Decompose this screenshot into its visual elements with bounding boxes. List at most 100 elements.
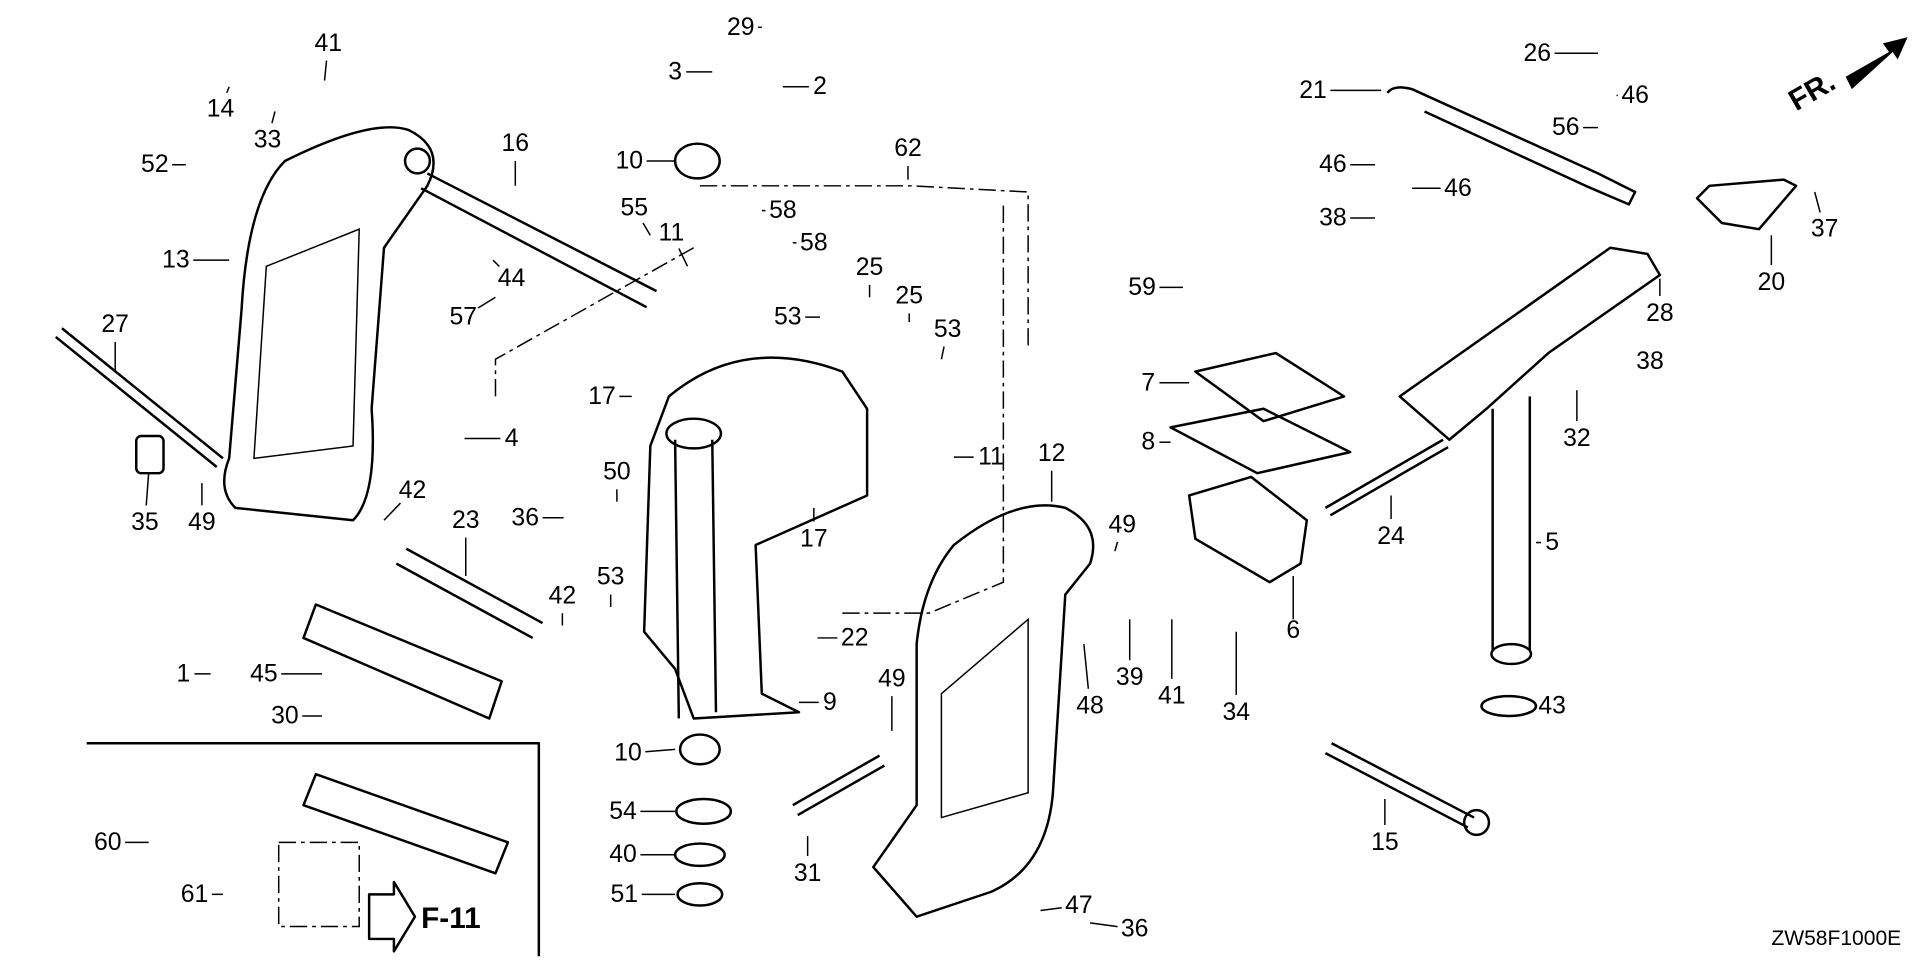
part-label[interactable]: 58: [800, 229, 828, 256]
part-label[interactable]: 62: [894, 135, 922, 162]
part-label[interactable]: 59: [1128, 274, 1156, 301]
bolt-head: [1462, 808, 1491, 837]
part-label[interactable]: 3: [668, 58, 682, 85]
leader-line: [642, 222, 651, 236]
part-label[interactable]: 44: [498, 265, 526, 292]
part-label[interactable]: 39: [1116, 664, 1144, 691]
washer: [673, 842, 726, 868]
part-label[interactable]: 17: [588, 383, 616, 410]
part-label[interactable]: 31: [794, 860, 822, 887]
part-label[interactable]: 38: [1636, 348, 1664, 375]
part-label[interactable]: 25: [856, 254, 884, 281]
part-label[interactable]: 38: [1319, 205, 1347, 232]
part-label[interactable]: 22: [841, 624, 869, 651]
rod: [395, 547, 544, 640]
part-label[interactable]: 53: [934, 316, 962, 343]
part-label[interactable]: 56: [1552, 114, 1580, 141]
leader-line: [1040, 906, 1062, 912]
leader-line: [1083, 644, 1090, 689]
bushing: [678, 733, 721, 766]
part-label[interactable]: 9: [823, 689, 837, 716]
washer: [675, 797, 733, 825]
front-marker: FR.: [1783, 65, 1841, 118]
part-label[interactable]: 55: [620, 195, 648, 222]
part-label[interactable]: 16: [502, 130, 530, 157]
part-label[interactable]: 51: [611, 881, 639, 908]
part-label[interactable]: 21: [1299, 77, 1327, 104]
part-label[interactable]: 17: [800, 525, 828, 552]
leader-line: [1089, 922, 1118, 928]
part-label[interactable]: 14: [207, 96, 235, 123]
part-label[interactable]: 46: [1621, 82, 1649, 109]
part-label[interactable]: 29: [727, 14, 755, 41]
part-label[interactable]: 45: [250, 660, 278, 687]
part-label[interactable]: 8: [1141, 429, 1155, 456]
swivel-bore: [665, 417, 723, 450]
part-label[interactable]: 23: [452, 507, 480, 534]
part-label[interactable]: 33: [254, 126, 282, 153]
part-label[interactable]: 49: [188, 509, 216, 536]
anode-plate: [302, 603, 503, 720]
part-label[interactable]: 20: [1758, 269, 1786, 296]
part-label[interactable]: 27: [101, 311, 129, 338]
reference-arrow-icon: [367, 880, 417, 953]
part-label[interactable]: 43: [1538, 693, 1566, 720]
part-label[interactable]: 13: [162, 247, 190, 274]
leader-line: [477, 296, 496, 309]
part-label[interactable]: 58: [769, 197, 797, 224]
part-label[interactable]: 4: [505, 425, 519, 452]
part-label[interactable]: 60: [94, 829, 122, 856]
part-label[interactable]: 25: [895, 283, 923, 310]
part-label[interactable]: 1: [176, 660, 190, 687]
reference-label[interactable]: F-11: [421, 902, 480, 935]
bracket-inner: [253, 228, 361, 460]
leader-line: [492, 259, 500, 267]
part-label[interactable]: 53: [597, 564, 625, 591]
part-label[interactable]: 42: [399, 477, 427, 504]
leader-line: [271, 111, 276, 124]
part-label[interactable]: 49: [878, 665, 906, 692]
part-label[interactable]: 34: [1222, 699, 1250, 726]
group-outline: [494, 185, 1029, 614]
part-label[interactable]: 26: [1523, 40, 1551, 67]
part-label[interactable]: 54: [609, 798, 637, 825]
part-label[interactable]: 32: [1563, 425, 1591, 452]
part-label[interactable]: 30: [271, 702, 299, 729]
part-label[interactable]: 6: [1286, 617, 1300, 644]
leader-line: [645, 748, 676, 753]
part-label[interactable]: 50: [603, 458, 631, 485]
part-label[interactable]: 47: [1065, 892, 1093, 919]
part-label[interactable]: 40: [609, 841, 637, 868]
part-label[interactable]: 28: [1646, 300, 1674, 327]
diagram-code: ZW58F1000E: [1771, 927, 1901, 950]
part-label[interactable]: 57: [449, 304, 477, 331]
part-label[interactable]: 36: [1121, 916, 1149, 943]
part-label[interactable]: 7: [1141, 369, 1155, 396]
part-label[interactable]: 15: [1371, 829, 1399, 856]
bolt: [1324, 742, 1475, 829]
part-label[interactable]: 11: [659, 219, 685, 246]
bracket: [1695, 178, 1798, 231]
part-label[interactable]: 49: [1108, 512, 1136, 539]
part-label[interactable]: 36: [511, 504, 539, 531]
part-label[interactable]: 41: [1158, 683, 1186, 710]
part-label[interactable]: 24: [1377, 523, 1405, 550]
part-label[interactable]: 46: [1319, 151, 1347, 178]
part-label[interactable]: 53: [774, 304, 802, 331]
part-label[interactable]: 42: [549, 582, 577, 609]
part-label[interactable]: 37: [1811, 216, 1839, 243]
part-label[interactable]: 10: [614, 740, 642, 767]
part-label[interactable]: 61: [181, 881, 209, 908]
part-label[interactable]: 52: [141, 151, 169, 178]
part-label[interactable]: 48: [1076, 693, 1104, 720]
part-label[interactable]: 5: [1545, 529, 1559, 556]
part-label[interactable]: 41: [314, 30, 342, 57]
part-label[interactable]: 2: [813, 73, 827, 100]
part-label[interactable]: 10: [615, 148, 643, 175]
part-label[interactable]: 46: [1444, 175, 1472, 202]
part-drawings: [54, 37, 1908, 957]
part-label[interactable]: 35: [131, 509, 159, 536]
part-label[interactable]: 12: [1038, 440, 1066, 467]
part-label[interactable]: 11: [978, 444, 1004, 471]
